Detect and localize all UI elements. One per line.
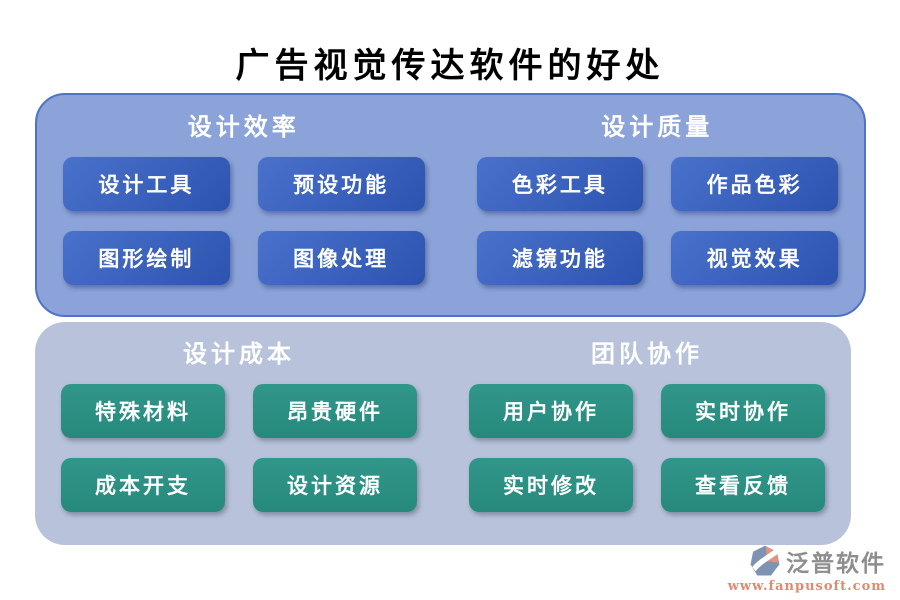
group-design-cost: 设计成本 特殊材料 昂贵硬件 成本开支 设计资源 [35, 322, 443, 545]
brand-name: 泛普软件 [786, 550, 886, 577]
button-cost-expenses[interactable]: 成本开支 [61, 458, 225, 512]
panel-cost-collaboration: 设计成本 特殊材料 昂贵硬件 成本开支 设计资源 团队协作 用户协作 实时协作 … [35, 322, 851, 545]
footer-brand: 泛普软件 www.fanpusoft.com [728, 544, 886, 594]
button-user-collaboration[interactable]: 用户协作 [469, 384, 633, 438]
page-title: 广告视觉传达软件的好处 [235, 46, 665, 86]
group-design-efficiency: 设计效率 设计工具 预设功能 图形绘制 图像处理 [37, 95, 451, 315]
button-grid-design-cost: 特殊材料 昂贵硬件 成本开支 设计资源 [35, 376, 443, 512]
group-team-collaboration: 团队协作 用户协作 实时协作 实时修改 查看反馈 [443, 322, 851, 545]
group-design-quality: 设计质量 色彩工具 作品色彩 滤镜功能 视觉效果 [451, 95, 865, 315]
button-grid-design-quality: 色彩工具 作品色彩 滤镜功能 视觉效果 [451, 149, 865, 285]
button-view-feedback[interactable]: 查看反馈 [661, 458, 825, 512]
button-realtime-editing[interactable]: 实时修改 [469, 458, 633, 512]
brand-website-link[interactable]: www.fanpusoft.com [727, 579, 886, 594]
button-image-processing[interactable]: 图像处理 [257, 231, 425, 285]
button-grid-team-collaboration: 用户协作 实时协作 实时修改 查看反馈 [443, 376, 851, 512]
button-visual-effects[interactable]: 视觉效果 [671, 231, 838, 285]
button-expensive-hardware[interactable]: 昂贵硬件 [253, 384, 417, 438]
button-grid-design-efficiency: 设计工具 预设功能 图形绘制 图像处理 [37, 149, 451, 285]
button-realtime-collaboration[interactable]: 实时协作 [661, 384, 825, 438]
button-special-materials[interactable]: 特殊材料 [61, 384, 225, 438]
button-artwork-color[interactable]: 作品色彩 [671, 157, 838, 211]
button-design-resources[interactable]: 设计资源 [253, 458, 417, 512]
panel-efficiency-quality: 设计效率 设计工具 预设功能 图形绘制 图像处理 设计质量 色彩工具 作品色彩 … [35, 93, 866, 317]
button-filter-functions[interactable]: 滤镜功能 [476, 231, 644, 285]
group-header-design-quality: 设计质量 [601, 112, 714, 141]
button-preset-functions[interactable]: 预设功能 [257, 157, 425, 211]
group-header-team-collaboration: 团队协作 [591, 339, 703, 368]
button-color-tools[interactable]: 色彩工具 [476, 157, 644, 211]
group-header-design-cost: 设计成本 [183, 339, 295, 368]
group-header-design-efficiency: 设计效率 [187, 112, 300, 141]
button-graphic-drawing[interactable]: 图形绘制 [63, 231, 230, 285]
button-design-tools[interactable]: 设计工具 [63, 157, 230, 211]
brand-logo-icon [748, 544, 782, 578]
